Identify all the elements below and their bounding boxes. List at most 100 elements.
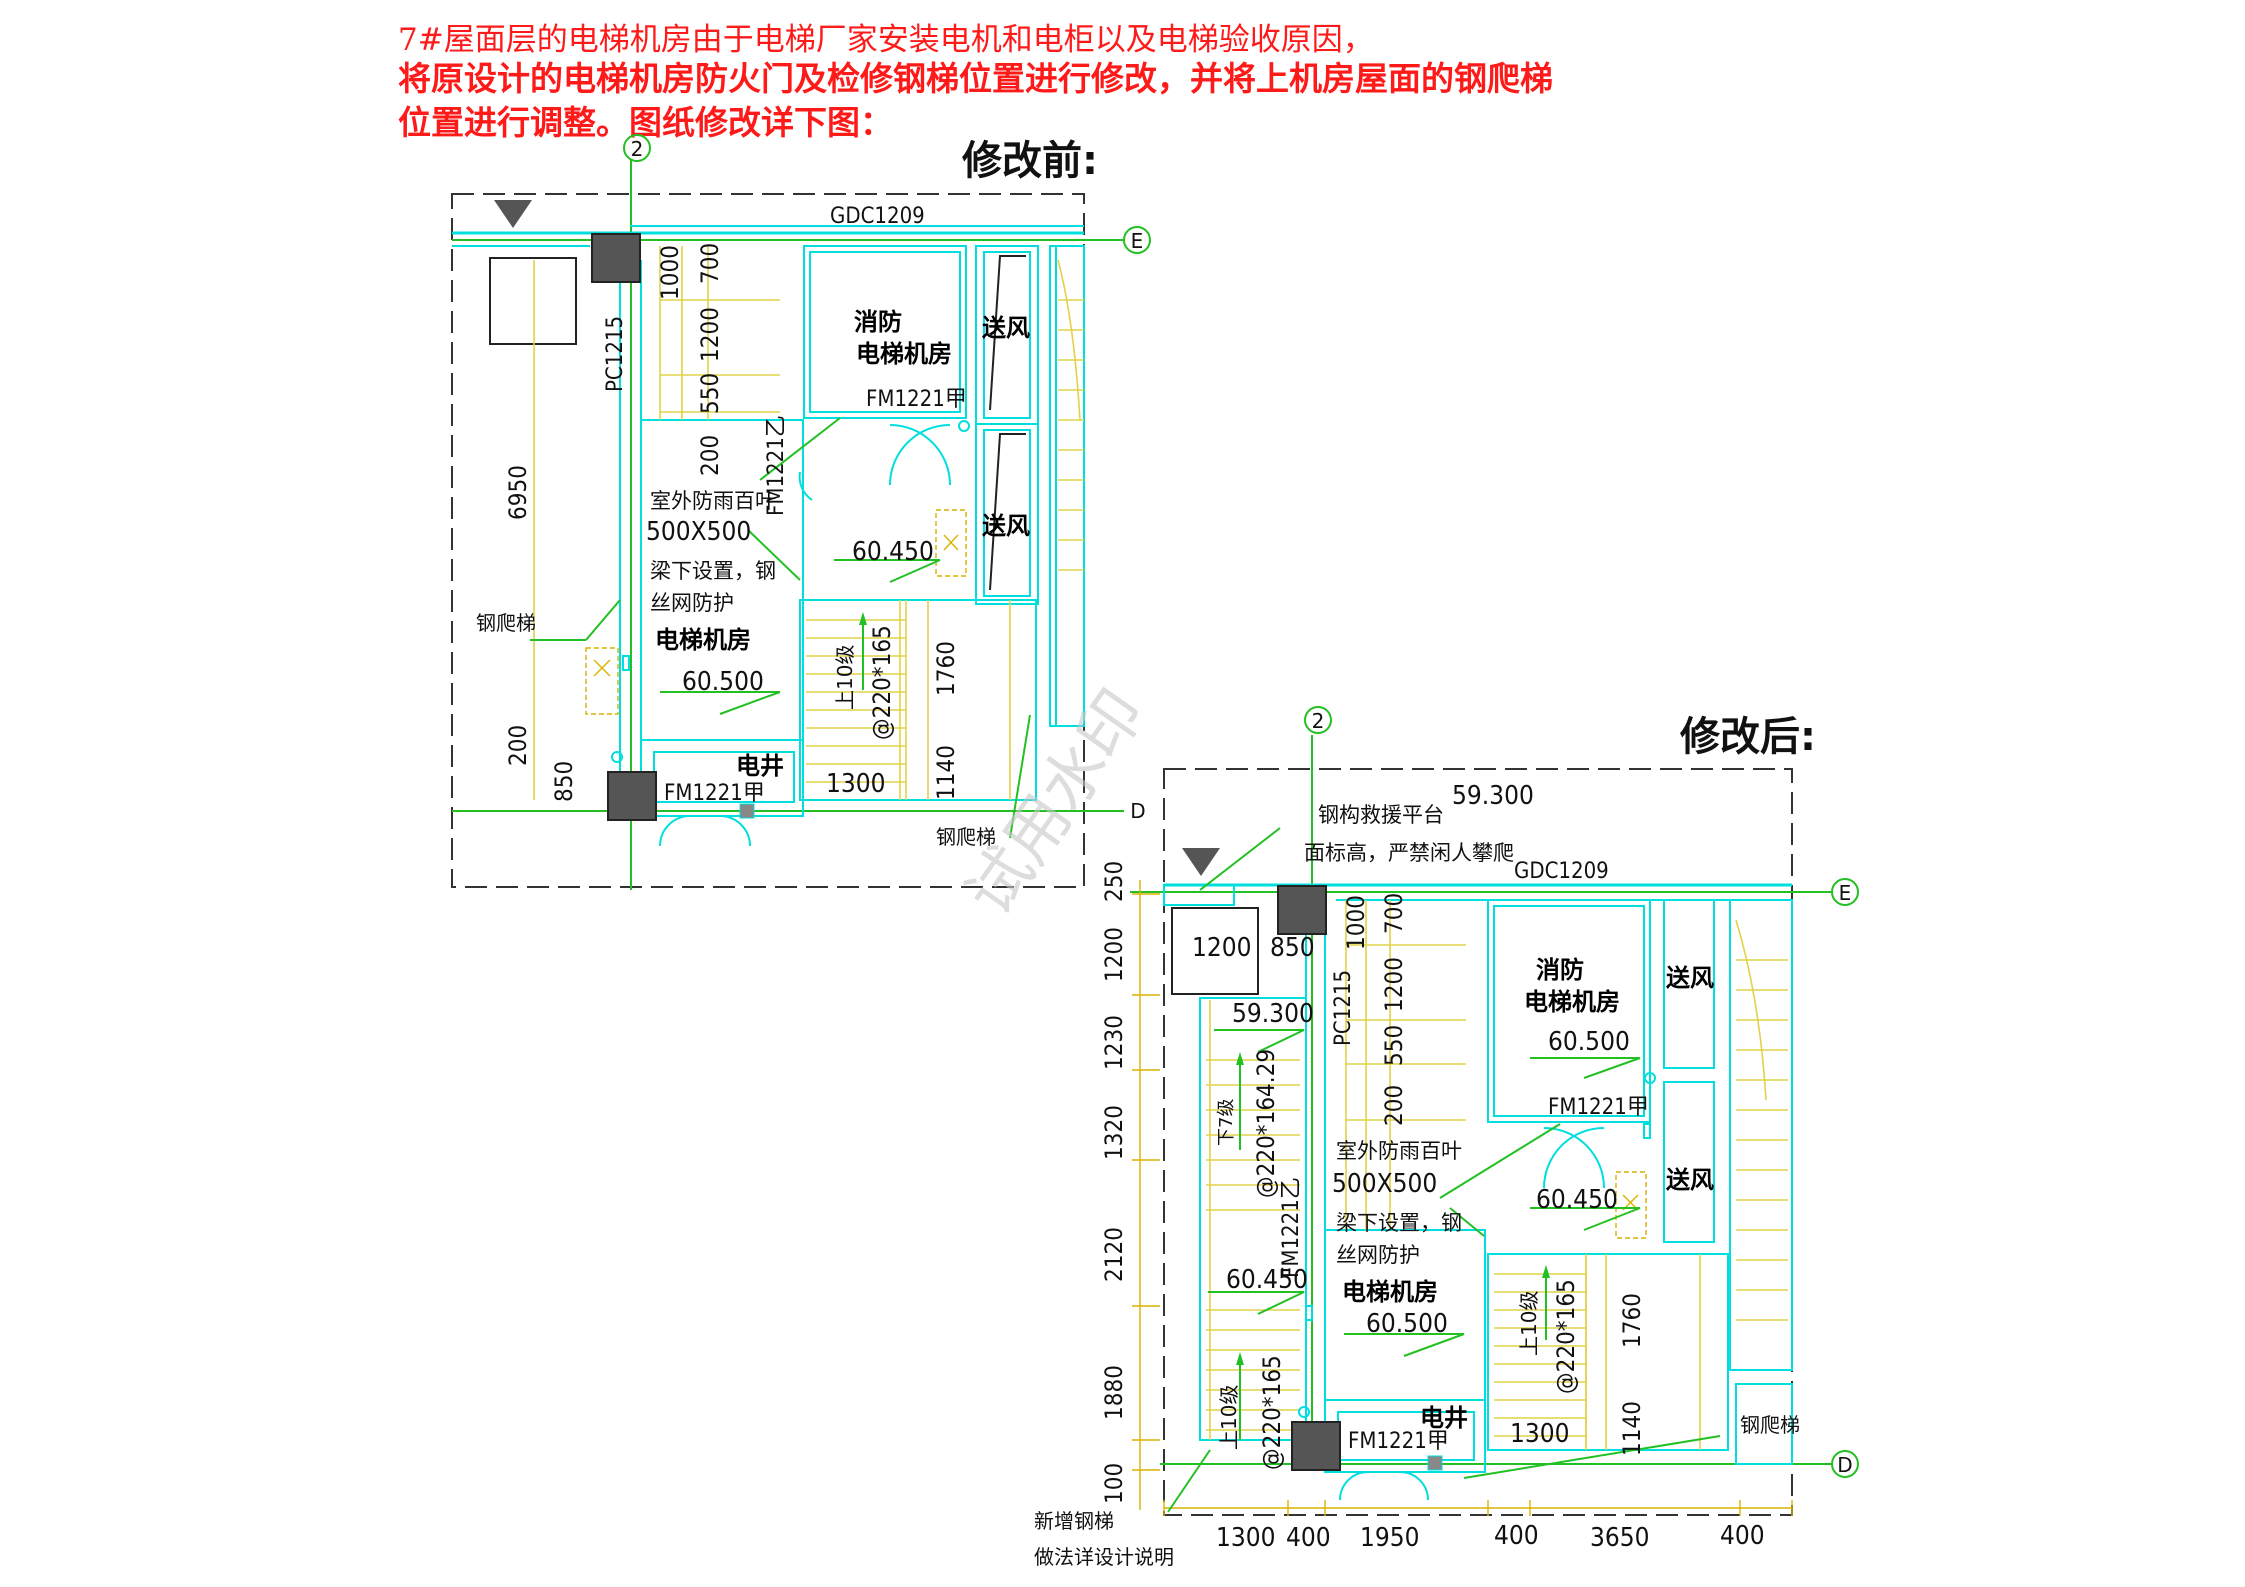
after-ladder-right: 钢爬梯 <box>1740 1413 1800 1437</box>
before-dim-1760: 1760 <box>932 641 960 696</box>
after-dim-200: 200 <box>1380 1085 1408 1126</box>
after-door-fm1221-jia: FM1221甲 <box>1548 1095 1649 1120</box>
after-dim-850: 850 <box>1270 933 1315 963</box>
after-dim-left-100: 100 <box>1100 1463 1128 1504</box>
after-dim-550: 550 <box>1380 1025 1408 1066</box>
after-door-shaft: FM1221甲 <box>1348 1429 1449 1454</box>
after-stair2-step: @220*165 <box>1552 1279 1580 1394</box>
after-shaft: 电井 <box>1420 1404 1468 1432</box>
before-air-shaft-2: 送风 <box>982 512 1030 540</box>
before-fire-room-line1: 消防 <box>854 308 902 336</box>
after-bottom-dim-3: 1950 <box>1360 1523 1420 1553</box>
before-dim-1000: 1000 <box>656 245 684 300</box>
after-dim-left-1230: 1230 <box>1100 1015 1128 1070</box>
before-level-60450: 60.450 <box>852 537 934 567</box>
revision-note-line-1: 7#屋面层的电梯机房由于电梯厂家安装电机和电柜以及电梯验收原因， <box>398 22 1374 58</box>
after-air-shaft-1: 送风 <box>1666 964 1714 992</box>
before-dim-6950: 6950 <box>504 465 532 520</box>
after-axis-2-label: 2 <box>1312 709 1325 733</box>
after-stair-down-step: @220*164.29 <box>1252 1049 1280 1198</box>
after-axis-e-label: E <box>1839 881 1852 905</box>
after-elevator-room: 电梯机房 <box>1342 1278 1438 1306</box>
before-ladder-left: 钢爬梯 <box>476 611 536 635</box>
after-louver-size: 500X500 <box>1332 1169 1437 1199</box>
after-dim-left-2120: 2120 <box>1100 1227 1128 1282</box>
after-dim-1140: 1140 <box>1618 1401 1646 1456</box>
after-fire-room-line2: 电梯机房 <box>1524 988 1620 1016</box>
after-air-shaft-2: 送风 <box>1666 1166 1714 1194</box>
after-dim-1760: 1760 <box>1618 1293 1646 1348</box>
after-dim-left-1880: 1880 <box>1100 1365 1128 1420</box>
after-window-pc1215: PC1215 <box>1331 970 1356 1046</box>
before-beam-line1: 梁下设置，钢 <box>650 559 776 583</box>
before-door-fm1221-yi: FM1221乙 <box>764 415 789 516</box>
after-left-level-59300: 59.300 <box>1232 999 1314 1029</box>
after-platform-line2: 面标高，严禁闲人攀爬 <box>1304 841 1514 865</box>
after-stair-down-count: 下7级 <box>1216 1099 1237 1146</box>
before-dim-850: 850 <box>550 761 578 802</box>
after-bottom-dim-1: 1300 <box>1216 1523 1276 1553</box>
before-dim-200: 200 <box>696 435 724 476</box>
plan-after: 2 E D <box>1034 706 1859 1569</box>
before-dim-700: 700 <box>696 243 724 284</box>
before-dim-550: 550 <box>696 373 724 414</box>
before-window-pc1215: PC1215 <box>603 316 628 392</box>
after-dim-1200: 1200 <box>1192 933 1252 963</box>
after-stair-up-step: @220*165 <box>1258 1355 1286 1470</box>
after-fire-room-level: 60.500 <box>1548 1027 1630 1057</box>
before-beam-line2: 丝网防护 <box>650 591 734 615</box>
after-platform-line1: 钢构救援平台 <box>1318 803 1444 827</box>
after-platform-level: 59.300 <box>1452 781 1534 811</box>
before-elevator-room: 电梯机房 <box>655 626 751 654</box>
after-dim-1200b: 1200 <box>1380 957 1408 1012</box>
before-level-60500: 60.500 <box>682 667 764 697</box>
after-stair2-count: 上10级 <box>1517 1291 1541 1356</box>
after-dim-left-250: 250 <box>1100 861 1128 902</box>
before-louver-line1: 室外防雨百叶 <box>650 489 776 513</box>
after-heading: 修改后: <box>1680 714 1816 760</box>
before-door-shaft: FM1221甲 <box>664 781 765 806</box>
after-new-ladder-line1: 新增钢梯 <box>1034 1509 1114 1533</box>
after-door-fm1221-yi: FM1221乙 <box>1279 1177 1304 1278</box>
before-door-fm1221-jia: FM1221甲 <box>866 387 967 412</box>
after-window-gdc1209: GDC1209 <box>1514 859 1609 884</box>
before-dim-200b: 200 <box>504 725 532 766</box>
after-level-60450: 60.450 <box>1536 1185 1618 1215</box>
after-dim-700: 700 <box>1380 893 1408 934</box>
before-fire-room-line2: 电梯机房 <box>856 340 952 368</box>
before-ladder-right: 钢爬梯 <box>936 825 996 849</box>
after-dim-1000: 1000 <box>1342 895 1370 950</box>
revision-note-line-3: 位置进行调整。图纸修改详下图： <box>398 103 893 142</box>
after-bottom-dim-5: 3650 <box>1590 1523 1650 1553</box>
before-heading: 修改前: <box>962 138 1098 184</box>
after-louver-line1: 室外防雨百叶 <box>1336 1139 1462 1163</box>
after-beam-line1: 梁下设置，钢 <box>1336 1211 1462 1235</box>
before-dim-1140: 1140 <box>932 745 960 800</box>
after-new-ladder-line2: 做法详设计说明 <box>1034 1545 1174 1569</box>
before-stair-step: @220*165 <box>868 625 896 740</box>
before-air-shaft-1: 送风 <box>982 314 1030 342</box>
after-bottom-dim-2: 400 <box>1286 1523 1331 1553</box>
after-axis-d-label: D <box>1837 1453 1852 1477</box>
before-louver-size: 500X500 <box>646 517 751 547</box>
after-dim-left-1200: 1200 <box>1100 927 1128 982</box>
after-level-60500: 60.500 <box>1366 1309 1448 1339</box>
after-fire-room-line1: 消防 <box>1536 956 1584 984</box>
before-dim-1300: 1300 <box>826 769 886 799</box>
before-stair-count: 上10级 <box>833 645 857 710</box>
before-dim-1200: 1200 <box>696 307 724 362</box>
after-bottom-dim-6: 400 <box>1720 1521 1765 1551</box>
before-axis-d-label: D <box>1130 799 1145 823</box>
after-left-level-60450: 60.450 <box>1226 1265 1308 1295</box>
after-beam-line2: 丝网防护 <box>1336 1243 1420 1267</box>
revision-note-line-2: 将原设计的电梯机房防火门及检修钢梯位置进行修改，并将上机房屋面的钢爬梯 <box>398 59 1553 98</box>
plan-before: 2 E D <box>451 134 1151 890</box>
after-dim-left-1320: 1320 <box>1100 1105 1128 1160</box>
before-shaft: 电井 <box>736 752 784 780</box>
after-bottom-dim-4: 400 <box>1494 1521 1539 1551</box>
before-window-gdc1209: GDC1209 <box>830 204 925 229</box>
after-dim-1300: 1300 <box>1510 1419 1570 1449</box>
after-stair-up-count: 上10级 <box>1217 1385 1241 1450</box>
before-axis-2-label: 2 <box>631 137 644 161</box>
